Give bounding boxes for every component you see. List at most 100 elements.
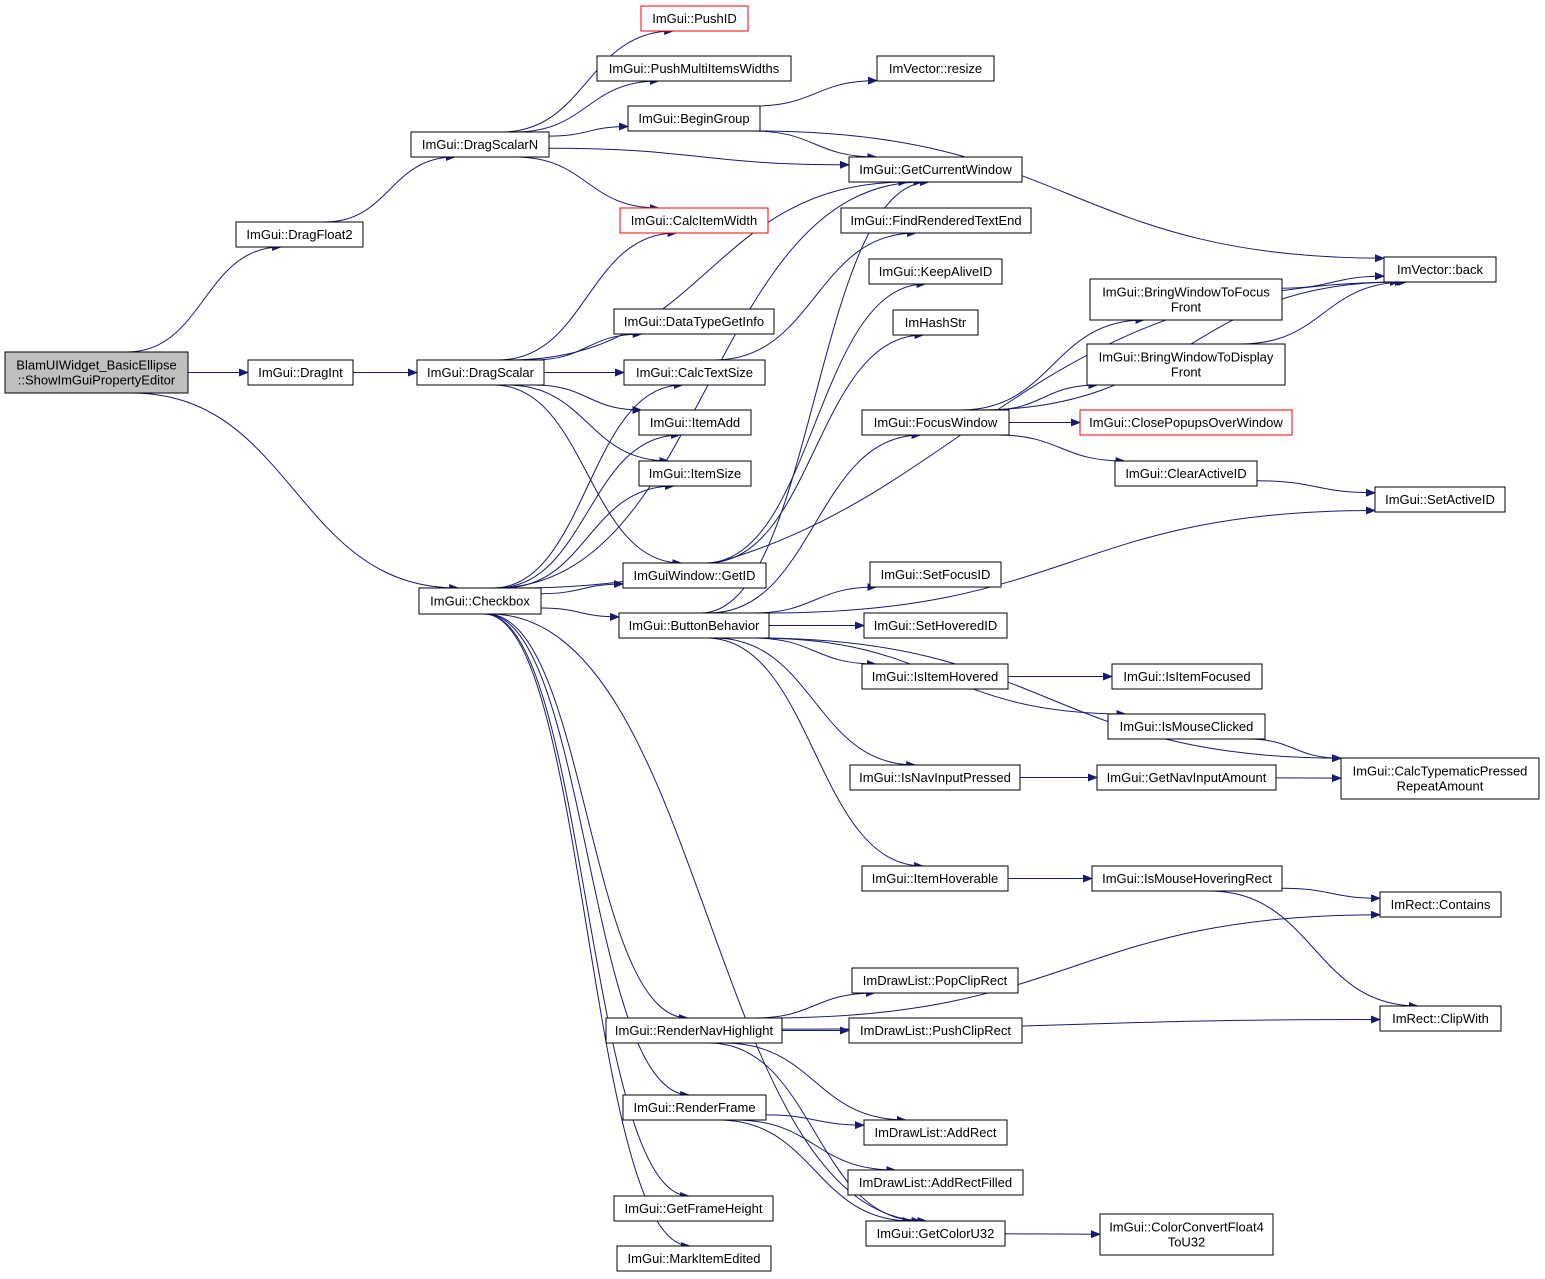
edge-checkbox-to-getframeheight (484, 613, 691, 1200)
node-imhashstr[interactable]: ImHashStr (892, 309, 979, 336)
node-setactiveid[interactable]: ImGui::SetActiveID (1374, 486, 1506, 513)
node-pushid[interactable]: ImGui::PushID (640, 5, 749, 32)
node-begingroup[interactable]: ImGui::BeginGroup (627, 105, 761, 132)
node-box-root (4, 351, 189, 394)
node-box-getcurrentwindow (848, 156, 1023, 183)
node-popcliprect[interactable]: ImDrawList::PopClipRect (851, 967, 1019, 994)
node-markitemedited[interactable]: ImGui::MarkItemEdited (616, 1245, 772, 1272)
node-addrect[interactable]: ImDrawList::AddRect (863, 1119, 1008, 1146)
edge-dragscalar-to-getcurrentwindow (508, 178, 909, 361)
node-label-getcoloru32: ImGui::GetColorU32 (877, 1226, 995, 1241)
edge-begingroup-to-resize (754, 76, 878, 107)
node-checkbox[interactable]: ImGui::Checkbox (418, 587, 542, 615)
node-root[interactable]: BlamUIWidget_BasicEllipse::ShowImGuiProp… (4, 351, 189, 394)
node-label-setfocusid: ImGui::SetFocusID (881, 567, 991, 582)
node-label-pushid: ImGui::PushID (652, 11, 737, 26)
node-sethoveredid[interactable]: ImGui::SetHoveredID (863, 612, 1008, 639)
node-ismousehovering[interactable]: ImGui::IsMouseHoveringRect (1091, 865, 1283, 892)
edge-buttonbehavior-to-calctypematic (754, 637, 1342, 763)
node-label-sethoveredid: ImGui::SetHoveredID (874, 618, 998, 633)
node-box-imhashstr (892, 309, 979, 336)
edge-ismousehovering-to-contains (1281, 887, 1381, 903)
edge-ismouseclicked-to-calctypematic (1247, 738, 1342, 763)
node-setfocusid[interactable]: ImGui::SetFocusID (869, 561, 1002, 588)
edge-renderframe-to-addrectfilled (734, 1119, 897, 1174)
node-pushcliprect[interactable]: ImDrawList::PushClipRect (848, 1017, 1023, 1044)
node-label-popcliprect: ImDrawList::PopClipRect (863, 973, 1008, 988)
node-label-isnavinput: ImGui::IsNavInputPressed (859, 770, 1011, 785)
node-keepalive[interactable]: ImGui::KeepAliveID (868, 258, 1003, 285)
node-buttonbehavior[interactable]: ImGui::ButtonBehavior (618, 612, 770, 639)
edge-rendernav-to-addrect (723, 1042, 907, 1124)
node-box-pushcliprect (848, 1017, 1023, 1044)
node-addrectfilled[interactable]: ImDrawList::AddRectFilled (847, 1169, 1024, 1196)
edge-root-to-checkbox (130, 392, 460, 592)
node-dragscalarn[interactable]: ImGui::DragScalarN (410, 131, 550, 158)
node-renderframe[interactable]: ImGui::RenderFrame (622, 1094, 767, 1121)
node-box-pushid (640, 5, 749, 32)
node-closepopups[interactable]: ImGui::ClosePopupsOverWindow (1079, 409, 1293, 436)
edges-layer (126, 27, 1419, 1250)
node-pushmulti[interactable]: ImGui::PushMultiItemsWidths (596, 55, 792, 82)
node-box-checkbox (418, 587, 542, 615)
edge-checkbox-to-itemsize (501, 482, 675, 589)
edge-bringfocus-to-back (1281, 272, 1385, 289)
edge-getid-to-keepalive (704, 280, 927, 564)
node-itemadd[interactable]: ImGui::ItemAdd (638, 409, 752, 436)
node-label-root-line-0: BlamUIWidget_BasicEllipse (16, 358, 176, 373)
node-isnavinput[interactable]: ImGui::IsNavInputPressed (849, 764, 1021, 791)
node-box-rendernav (605, 1017, 783, 1044)
edge-rendernav-to-getcoloru32 (708, 1042, 922, 1225)
node-focuswindow[interactable]: ImGui::FocusWindow (861, 409, 1010, 436)
edge-renderframe-to-addrect (765, 1114, 865, 1130)
node-findrendered[interactable]: ImGui::FindRenderedTextEnd (840, 207, 1032, 234)
node-box-itemadd (638, 409, 752, 436)
node-datatype[interactable]: ImGui::DataTypeGetInfo (613, 308, 775, 335)
node-back[interactable]: ImVector::back (1383, 256, 1497, 283)
node-label-checkbox: ImGui::Checkbox (430, 594, 530, 609)
edge-dragscalar-to-datatype (532, 330, 643, 361)
node-label-resize: ImVector::resize (889, 61, 982, 76)
node-box-contains (1379, 891, 1502, 918)
node-box-back (1383, 256, 1497, 283)
node-box-colorconvert (1099, 1213, 1274, 1256)
node-dragscalar[interactable]: ImGui::DragScalar (416, 359, 545, 386)
node-label-focuswindow: ImGui::FocusWindow (874, 415, 998, 430)
node-box-getnavinput (1096, 764, 1277, 791)
node-label-dragfloat2: ImGui::DragFloat2 (246, 227, 352, 242)
node-getnavinput[interactable]: ImGui::GetNavInputAmount (1096, 764, 1277, 791)
node-getid[interactable]: ImGuiWindow::GetID (622, 562, 767, 589)
node-box-addrect (863, 1119, 1008, 1146)
node-clipwith[interactable]: ImRect::ClipWith (1379, 1005, 1502, 1032)
node-clearactive[interactable]: ImGui::ClearActiveID (1114, 460, 1258, 487)
node-calcitemwidth[interactable]: ImGui::CalcItemWidth (619, 207, 769, 234)
node-calctextsize[interactable]: ImGui::CalcTextSize (623, 359, 766, 386)
node-box-renderframe (622, 1094, 767, 1121)
node-getcoloru32[interactable]: ImGui::GetColorU32 (865, 1220, 1006, 1247)
node-isitemfocused[interactable]: ImGui::IsItemFocused (1111, 663, 1263, 690)
node-resize[interactable]: ImVector::resize (876, 55, 995, 82)
node-rendernav[interactable]: ImGui::RenderNavHighlight (605, 1017, 783, 1044)
node-label-setactiveid: ImGui::SetActiveID (1385, 492, 1495, 507)
node-getframeheight[interactable]: ImGui::GetFrameHeight (613, 1195, 774, 1222)
node-dragfloat2[interactable]: ImGui::DragFloat2 (235, 221, 364, 248)
node-dragint[interactable]: ImGui::DragInt (247, 359, 354, 386)
node-label-calctypematic-line-0: ImGui::CalcTypematicPressed (1353, 764, 1528, 779)
node-contains[interactable]: ImRect::Contains (1379, 891, 1502, 918)
node-isitemhovered[interactable]: ImGui::IsItemHovered (861, 663, 1009, 690)
node-getcurrentwindow[interactable]: ImGui::GetCurrentWindow (848, 156, 1023, 183)
node-label-itemhoverable: ImGui::ItemHoverable (872, 871, 998, 886)
node-itemhoverable[interactable]: ImGui::ItemHoverable (861, 865, 1009, 892)
node-box-ismousehovering (1091, 865, 1283, 892)
node-itemsize[interactable]: ImGui::ItemSize (638, 460, 752, 487)
node-label-bringfocus-line-1: Front (1171, 300, 1202, 315)
node-label-ismousehovering: ImGui::IsMouseHoveringRect (1102, 871, 1272, 886)
edge-root-to-dragfloat2 (126, 243, 283, 353)
edge-getid-to-imhashstr (706, 331, 925, 564)
edge-buttonbehavior-to-focuswindow (708, 431, 922, 614)
node-ismouseclicked[interactable]: ImGui::IsMouseClicked (1107, 713, 1266, 740)
